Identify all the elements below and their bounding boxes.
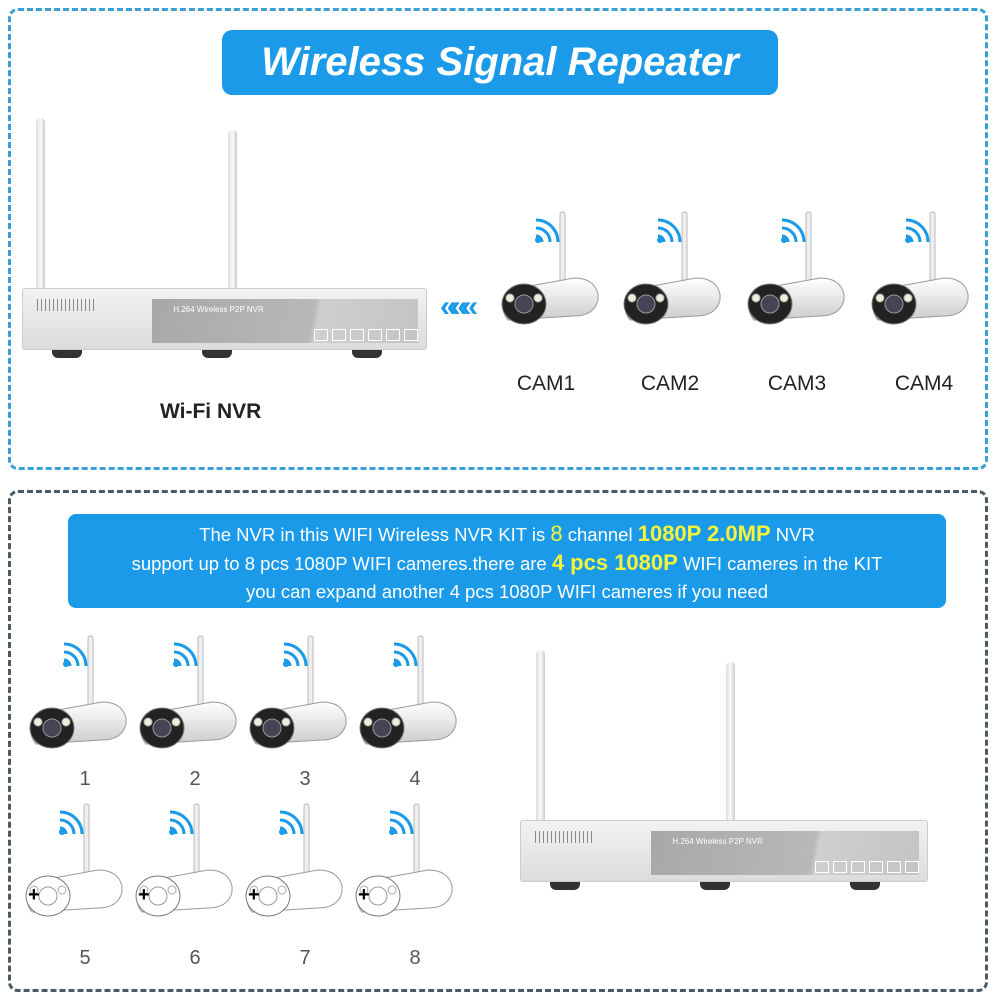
wifi-icon <box>59 810 84 835</box>
wifi-camera <box>494 208 604 348</box>
nvr-buttons <box>815 861 919 873</box>
camera-number: 1 <box>79 768 91 790</box>
wifi-icon <box>169 810 194 835</box>
vent-grill <box>535 831 595 843</box>
wifi-camera <box>132 632 242 772</box>
camera-number: 7 <box>299 947 311 969</box>
wifi-icon <box>393 642 418 667</box>
signal-arrows-icon: ««« <box>440 290 478 323</box>
camera-number: 3 <box>299 768 311 790</box>
wifi-icon <box>63 642 88 667</box>
wifi-icon <box>657 218 682 243</box>
wifi-camera <box>242 632 352 772</box>
nvr-model-text: H.264 Wireless P2P NVR <box>173 305 264 314</box>
nvr-faceplate: H.264 Wireless P2P NVR <box>650 831 919 875</box>
expansion-camera: + <box>348 800 458 940</box>
wifi-camera <box>740 208 850 348</box>
svg-text:+: + <box>28 884 40 906</box>
antenna <box>228 130 237 300</box>
cam-label: CAM4 <box>894 372 954 395</box>
expansion-camera: + <box>18 800 128 940</box>
wifi-icon <box>173 642 198 667</box>
camera-number: 5 <box>79 947 91 969</box>
antenna <box>726 662 735 827</box>
page-title: Wireless Signal Repeater <box>222 30 778 95</box>
cam-label: CAM1 <box>516 372 576 395</box>
nvr-faceplate: H.264 Wireless P2P NVR <box>151 299 418 343</box>
wifi-icon <box>279 810 304 835</box>
nvr-model-text: H.264 Wireless P2P NVR <box>672 837 763 846</box>
wifi-icon <box>535 218 560 243</box>
repeater-panel <box>8 8 988 470</box>
antenna <box>36 118 45 298</box>
wifi-icon <box>905 218 930 243</box>
wifi-camera <box>22 632 132 772</box>
wifi-camera <box>864 208 974 348</box>
expansion-camera: + <box>128 800 238 940</box>
info-banner: The NVR in this WIFI Wireless NVR KIT is… <box>68 514 946 608</box>
wifi-camera <box>616 208 726 348</box>
nvr-device: H.264 Wireless P2P NVR <box>520 650 928 890</box>
wifi-icon <box>283 642 308 667</box>
nvr-buttons <box>314 329 418 341</box>
svg-text:+: + <box>358 884 370 906</box>
camera-number: 6 <box>189 947 201 969</box>
nvr-device: H.264 Wireless P2P NVR <box>22 118 427 358</box>
cam-label: CAM2 <box>640 372 700 395</box>
expansion-camera: + <box>238 800 348 940</box>
camera-number: 2 <box>189 768 201 790</box>
nvr-body: H.264 Wireless P2P NVR <box>520 820 928 882</box>
nvr-body: H.264 Wireless P2P NVR <box>22 288 427 350</box>
cam-label: CAM3 <box>767 372 827 395</box>
camera-number: 8 <box>409 947 421 969</box>
nvr-label: Wi-Fi NVR <box>160 400 262 423</box>
wifi-camera <box>352 632 462 772</box>
svg-text:+: + <box>248 884 260 906</box>
antenna <box>536 650 545 825</box>
wifi-icon <box>389 810 414 835</box>
vent-grill <box>37 299 97 311</box>
camera-number: 4 <box>409 768 421 790</box>
kit-panel <box>8 490 988 992</box>
svg-text:+: + <box>138 884 150 906</box>
wifi-icon <box>781 218 806 243</box>
